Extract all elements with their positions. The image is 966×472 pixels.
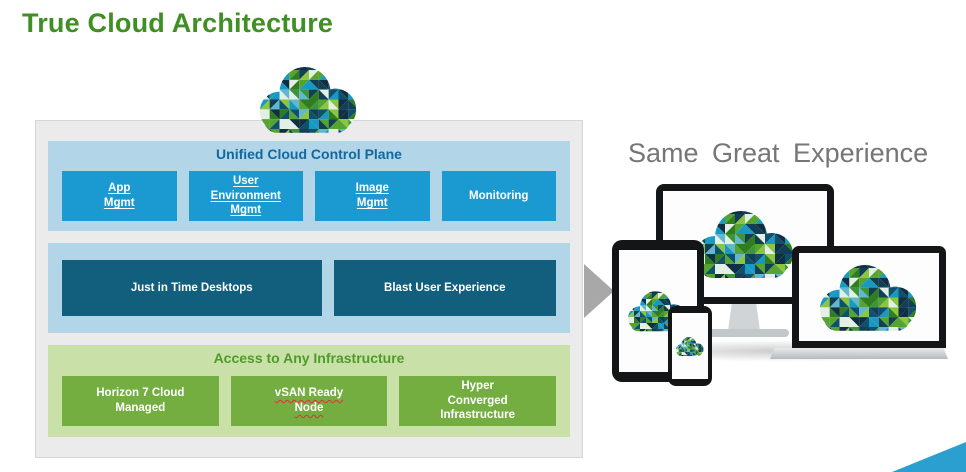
phone-device xyxy=(668,306,712,386)
box-monitoring: Monitoring xyxy=(441,171,556,221)
cloud-mosaic-icon xyxy=(250,60,368,139)
box-label: vSAN Ready Node xyxy=(274,387,344,414)
box-vsan-ready-node: vSAN Ready Node xyxy=(230,376,388,426)
box-hyper-converged-infrastructure: Hyper Converged Infrastructure xyxy=(399,376,557,426)
experience-heading: Same Great Experience xyxy=(628,138,929,168)
desktops-boxes: Just in Time Desktops Blast User Experie… xyxy=(62,260,556,316)
infrastructure-band: Access to Any Infrastructure Horizon 7 C… xyxy=(48,345,570,437)
laptop-device xyxy=(792,246,946,348)
box-blast-user-experience: Blast User Experience xyxy=(333,260,556,316)
box-label: App Mgmt xyxy=(103,182,135,209)
monitor-stand-neck xyxy=(728,303,760,331)
box-user-environment-mgmt: User Environment Mgmt xyxy=(188,171,303,221)
box-app-mgmt: App Mgmt xyxy=(62,171,177,221)
box-image-mgmt: Image Mgmt xyxy=(315,171,430,221)
cloud-mosaic-icon xyxy=(673,335,707,358)
control-plane-title: Unified Cloud Control Plane xyxy=(216,146,402,162)
infrastructure-title: Access to Any Infrastructure xyxy=(213,350,405,366)
right-arrow-icon xyxy=(584,264,614,318)
box-label: Image Mgmt xyxy=(355,182,389,209)
laptop-screen xyxy=(799,253,939,341)
box-just-in-time-desktops: Just in Time Desktops xyxy=(62,260,322,316)
monitor-stand-base xyxy=(699,329,789,337)
box-label: Just in Time Desktops xyxy=(130,281,253,294)
phone-screen xyxy=(672,313,708,379)
desktops-band: Just in Time Desktops Blast User Experie… xyxy=(48,243,570,333)
page-title: True Cloud Architecture xyxy=(22,8,334,38)
box-label: Hyper Converged Infrastructure xyxy=(440,379,516,422)
architecture-panel: Unified Cloud Control Plane App Mgmt Use… xyxy=(35,120,583,458)
infrastructure-boxes: Horizon 7 Cloud Managed vSAN Ready Node … xyxy=(62,376,557,426)
corner-accent xyxy=(892,442,966,472)
box-label: Monitoring xyxy=(469,189,529,202)
box-label: User Environment Mgmt xyxy=(210,174,281,217)
control-plane-band: Unified Cloud Control Plane App Mgmt Use… xyxy=(48,141,570,231)
box-label: Blast User Experience xyxy=(384,281,506,294)
cloud-mosaic-icon xyxy=(810,258,928,337)
box-label: Horizon 7 Cloud Managed xyxy=(96,387,185,414)
control-plane-boxes: App Mgmt User Environment Mgmt Image Mgm… xyxy=(62,171,556,221)
box-horizon-7-cloud-managed: Horizon 7 Cloud Managed xyxy=(62,376,219,426)
laptop-base xyxy=(770,348,948,359)
